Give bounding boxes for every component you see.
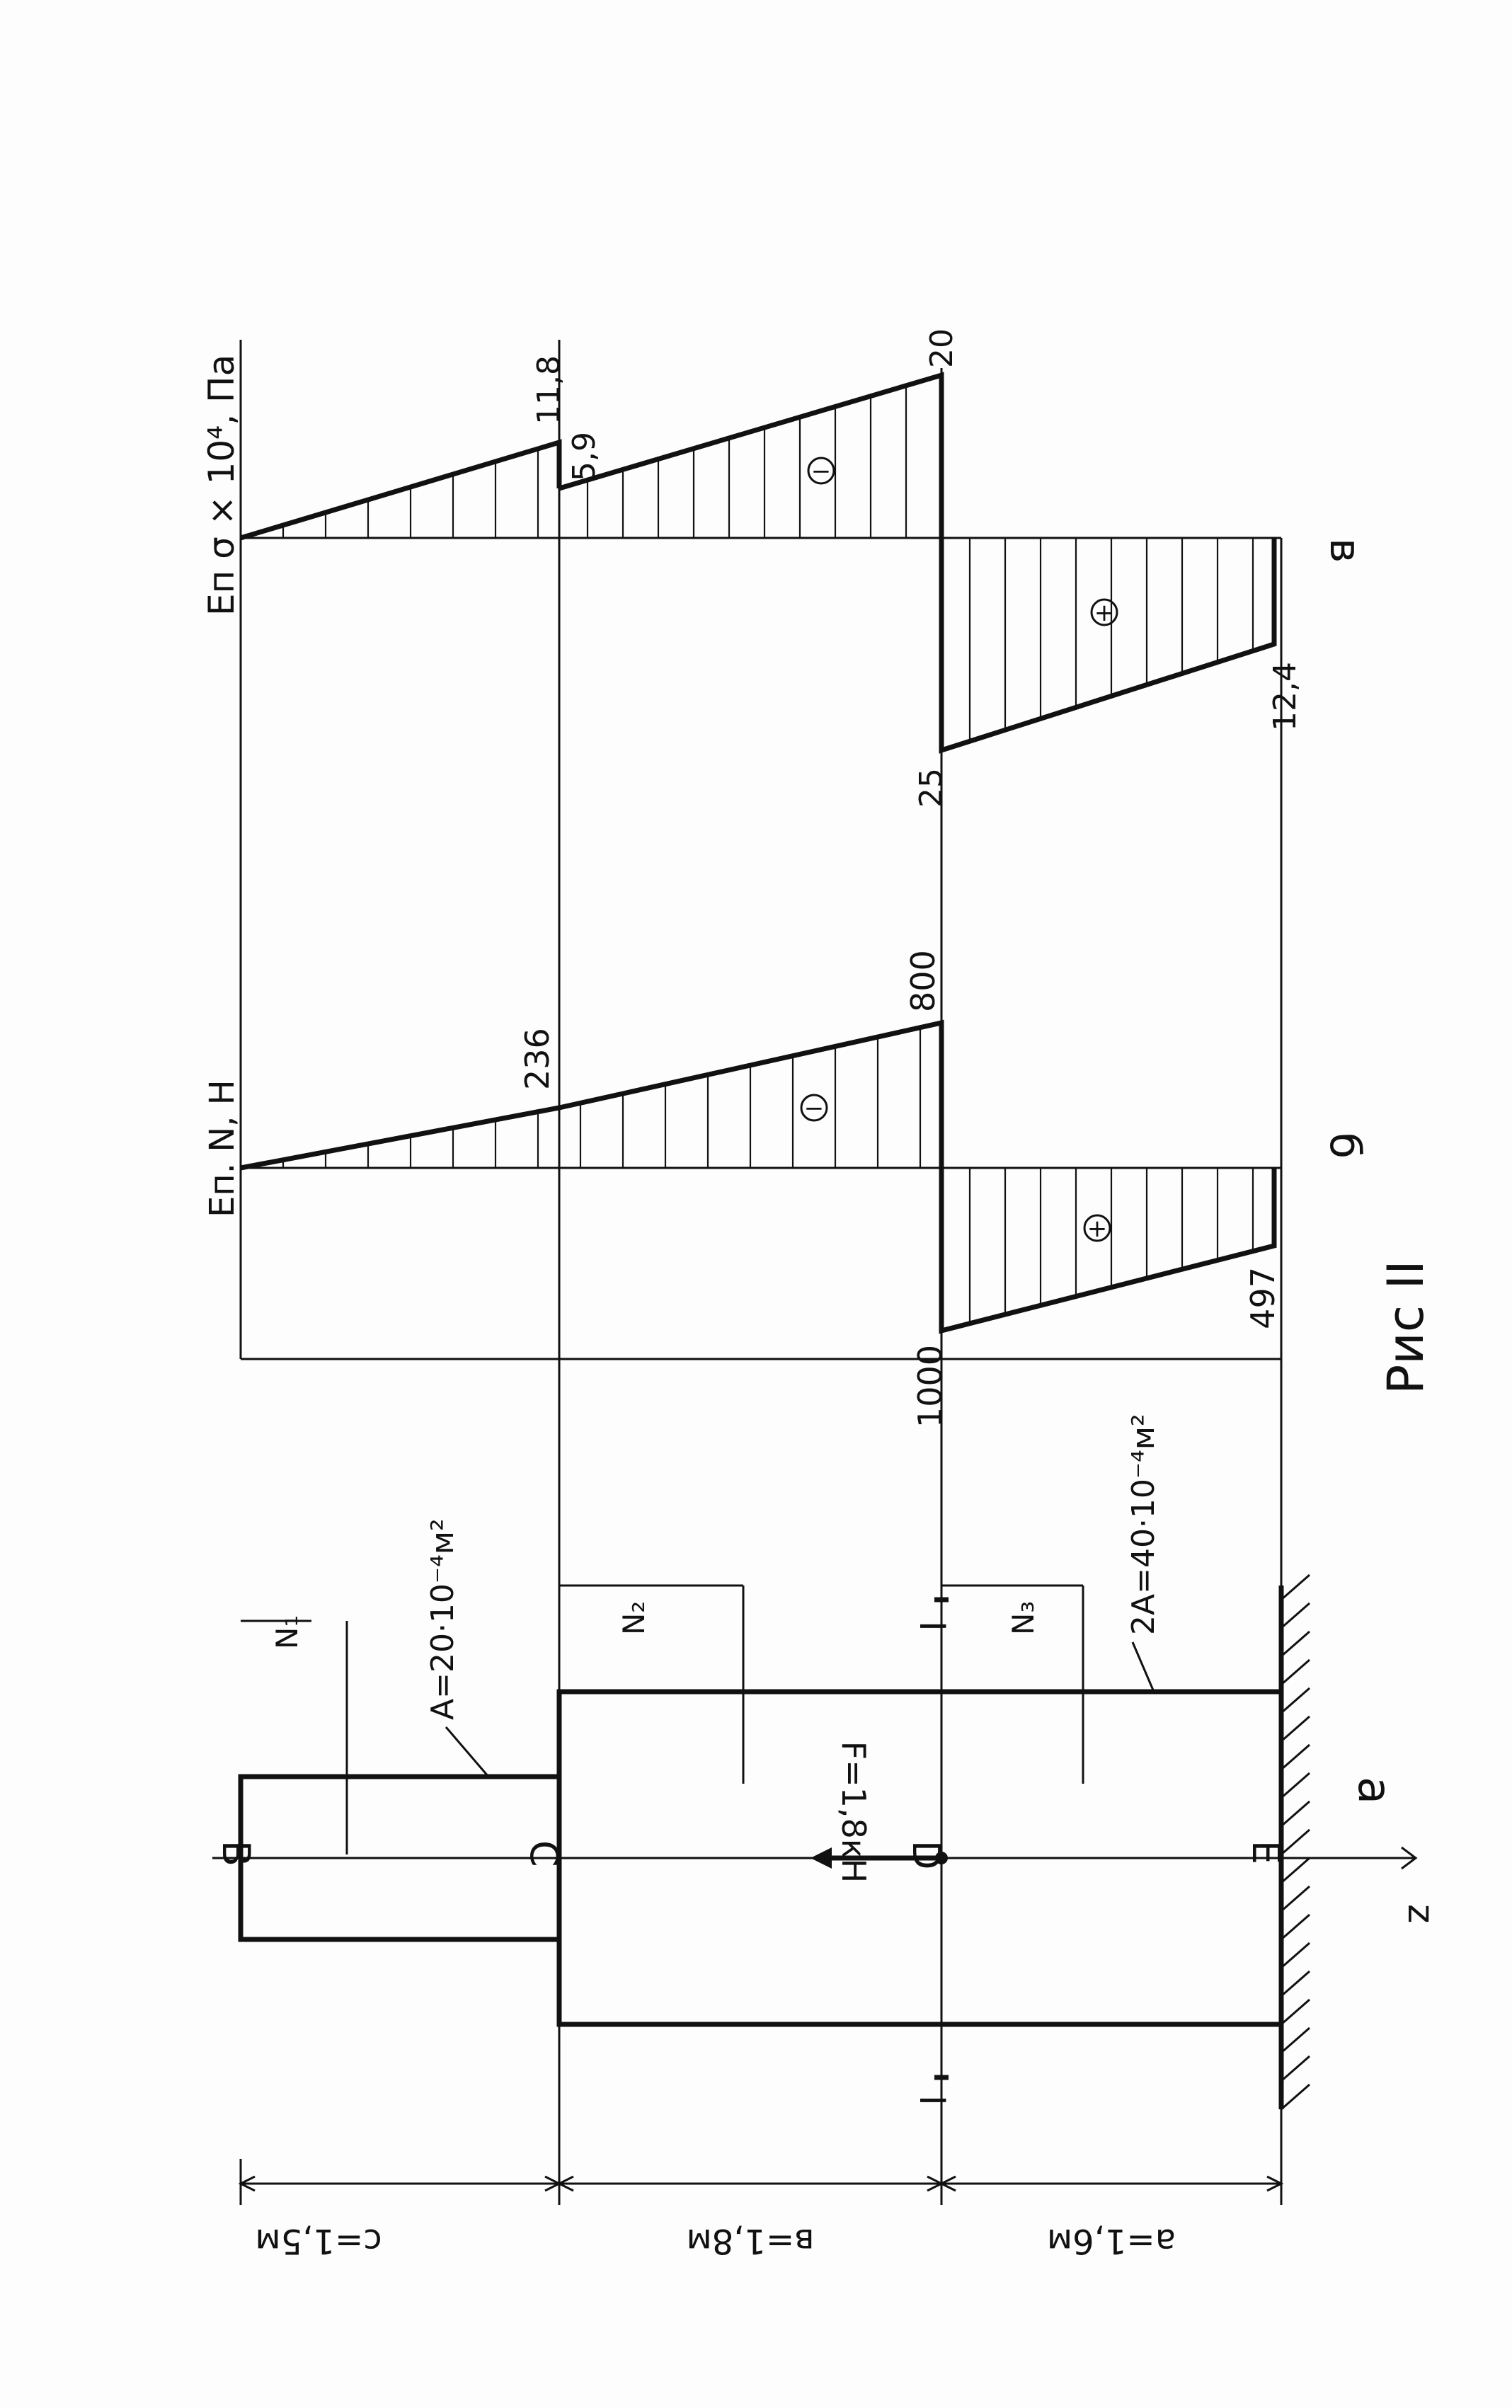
segment-c-label: c=1,5м [255,2221,382,2261]
n-value-1000: 1000 [911,1345,949,1428]
force-arrow-head [811,1847,832,1869]
n-diagram-negative-outline [240,1019,944,1171]
segment-b-label: в=1,8м [686,2221,814,2261]
point-c-label: C [522,1840,566,1867]
bar-scheme: z F=1,8кН B C D E A=20·10⁻⁴м² 2A=40·10⁻⁴… [212,1414,1442,2111]
panel-c-label: в [1320,538,1370,563]
sigma-sign-minus-circle [807,457,835,485]
point-b-label: B [214,1840,258,1867]
panel-b-label: б [1320,1133,1370,1159]
axis-arrow [1401,1846,1418,1870]
sigma-value-5-9: 5,9 [566,432,602,481]
n1-label: N₁ [270,1615,304,1649]
n-sign-plus: + [1087,1215,1108,1243]
n-value-497: 497 [1244,1267,1282,1329]
n-diagram: − + Еп. N, Н 236 800 1000 497 б [202,950,1370,1428]
area-upper-label: A=20·10⁻⁴м² [425,1518,461,1720]
sigma-diagram: − + Еп σ × 10⁴, Па 11,8 5,9 20 25 12,4 в [201,328,1370,808]
sigma-sign-plus: + [1094,599,1115,627]
n3-label: N₃ [1006,1601,1041,1635]
sigma-value-20: 20 [924,328,960,368]
area-upper-leader [445,1726,490,1777]
section-mark-label: I [912,2095,953,2106]
force-label: F=1,8кН [835,1741,873,1884]
sigma-negative-hatching [282,386,907,538]
sigma-sign-plus-circle [1090,598,1118,626]
sigma-positive-outline [939,538,1277,754]
dimension-chain: c=1,5м в=1,8м a=1,6м [238,2159,1284,2261]
sigma-negative-upper-outline [239,439,562,541]
panel-a-label: а [1348,1777,1400,1804]
figure-caption: Рис II [1377,1260,1435,1394]
segment-a-label: a=1,6м [1047,2221,1176,2261]
sigma-value-12-4: 12,4 [1267,662,1303,731]
n-value-236: 236 [518,1028,556,1090]
n-diagram-negative-hatching [282,1028,922,1168]
section-mark-label: I [912,1621,953,1632]
support-hatching [1281,1573,1310,2111]
n-sign-plus-circle [1083,1214,1111,1242]
dimension-arrows [238,2175,1284,2192]
area-lower-label: 2A=40·10⁻⁴м² [1126,1414,1162,1635]
n-diagram-positive-outline [939,1168,1277,1334]
sigma-positive-hatching [968,538,1254,741]
axis-label: z [1399,1904,1442,1923]
n-diagram-title: Еп. N, Н [202,1079,242,1217]
force-point [935,1852,948,1864]
n-sign-minus: − [804,1094,825,1123]
area-lower-leader [1131,1641,1155,1692]
point-d-label: D [904,1840,949,1870]
level-lines [239,340,1283,2173]
sigma-value-25: 25 [913,768,949,808]
n-diagram-positive-hatching [968,1168,1254,1324]
n2-label: N₂ [617,1601,651,1635]
sigma-sign-minus: − [811,457,832,486]
sigma-negative-lower-outline [559,372,944,538]
point-e-label: E [1244,1840,1288,1864]
sigma-value-11-8: 11,8 [531,355,567,425]
n-sign-minus-circle [800,1094,828,1122]
sigma-diagram-title: Еп σ × 10⁴, Па [201,355,242,616]
n-value-800: 800 [904,950,942,1012]
